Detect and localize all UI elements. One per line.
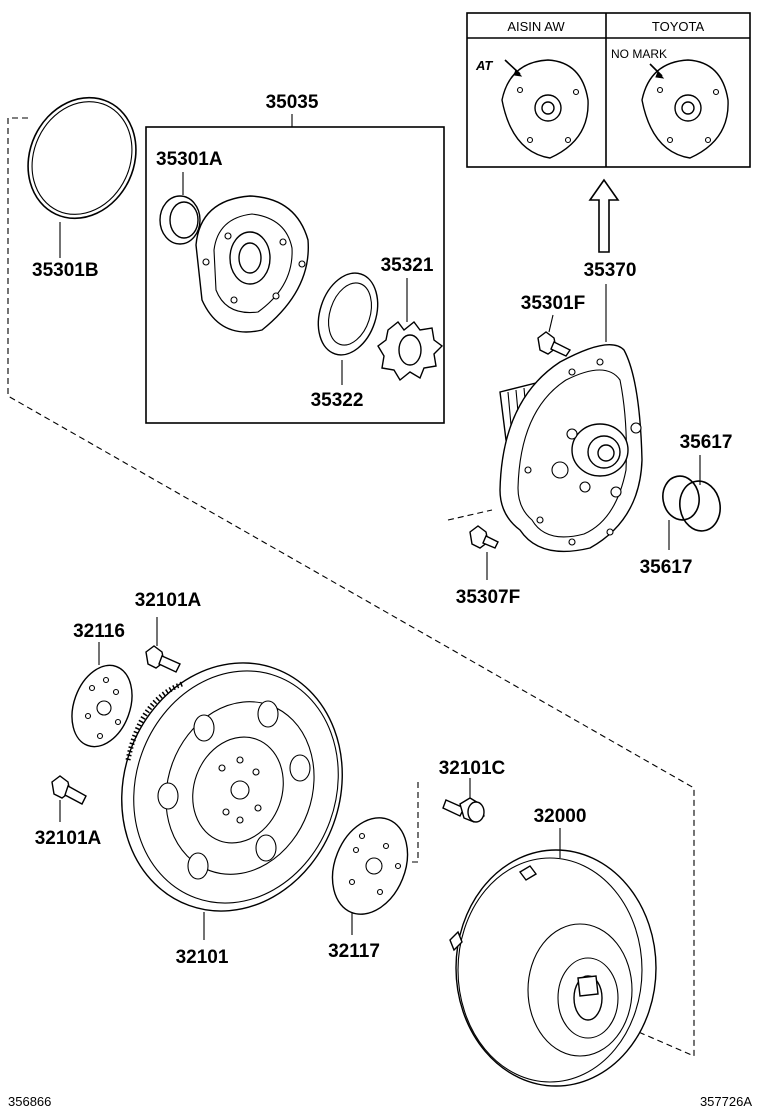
inset-pump-aisin: [501, 59, 589, 159]
o-ring-35301b: [27, 96, 137, 258]
bolt-35301f: [537, 314, 572, 357]
drive-gear-35321: [377, 278, 444, 382]
label-32116: 32116: [73, 621, 125, 642]
label-35035: 35035: [266, 92, 319, 113]
assembly-guide-lines: [7, 117, 695, 1057]
label-35301a: 35301A: [156, 149, 223, 170]
label-32117: 32117: [328, 941, 380, 962]
footer-left-code: 356866: [8, 1094, 51, 1109]
footer-right-code: 357726A: [700, 1094, 752, 1109]
label-32101c: 32101C: [439, 758, 506, 779]
label-32101a-top: 32101A: [135, 590, 202, 611]
no-mark-label: NO MARK: [611, 47, 667, 61]
aisin-at-mark: AT: [475, 58, 493, 73]
drive-plate-32101: [121, 662, 343, 940]
label-35617-top: 35617: [680, 432, 733, 453]
label-32101a-left: 32101A: [35, 828, 102, 849]
label-35301b: 35301B: [32, 260, 99, 281]
label-32000: 32000: [534, 806, 587, 827]
oil-seal-35301a: [159, 172, 201, 245]
label-35307f: 35307F: [456, 587, 520, 608]
inset-header-toyota: TOYOTA: [652, 19, 705, 34]
spacer-32116: [71, 642, 133, 748]
label-35301f: 35301F: [521, 293, 585, 314]
pump-cover: [195, 195, 309, 333]
label-32101: 32101: [176, 947, 229, 968]
identification-inset: AISIN AW TOYOTA AT NO MARK: [466, 12, 751, 168]
kit-box-35035: [145, 114, 445, 424]
bolt-32101a-top: [145, 617, 181, 673]
torque-converter-32000: [449, 828, 657, 1087]
spacer-32117: [331, 817, 409, 935]
label-35370: 35370: [584, 260, 637, 281]
label-35322: 35322: [311, 390, 364, 411]
bolt-32101c: [442, 778, 485, 823]
label-35617-bottom: 35617: [640, 557, 693, 578]
up-arrow-icon: [588, 178, 620, 253]
bolt-32101a-left: [51, 775, 87, 822]
bolt-35307f: [447, 509, 499, 580]
driven-gear-35322: [317, 272, 379, 385]
seal-rings-35617: [662, 455, 721, 550]
inset-pump-toyota: [641, 59, 729, 159]
label-35321: 35321: [381, 255, 434, 276]
inset-header-aisin: AISIN AW: [507, 19, 565, 34]
oil-pump-assy-35370: [499, 343, 643, 553]
